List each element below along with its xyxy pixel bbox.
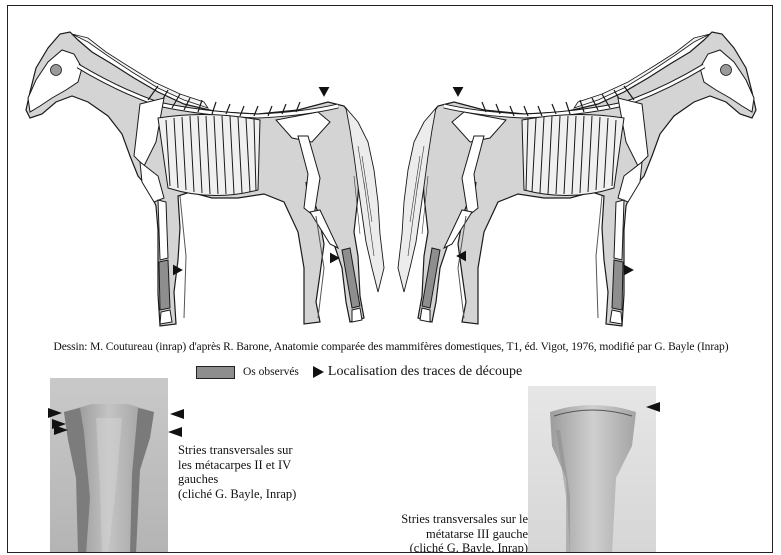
drawing-credit: Dessin: M. Coutureau (inrap) d'après R. … (8, 341, 773, 353)
caption-line: (cliché G. Bayle, Inrap) (178, 487, 296, 502)
caption-line: Stries transversales sur le (368, 512, 528, 527)
legend-observed-label: Os observés (243, 366, 299, 378)
cut-marker-photo-left-2 (164, 407, 188, 441)
metatarsal-photo (528, 386, 656, 553)
caption-metatarsal: Stries transversales sur le métatarse II… (368, 512, 528, 553)
horse-left-side (26, 32, 384, 326)
legend-cut-label: Localisation des traces de découpe (328, 364, 522, 380)
legend: Os observés Localisation des traces de d… (196, 363, 522, 381)
observed-bone-swatch (196, 366, 235, 379)
metacarpal-photo (50, 378, 168, 553)
cut-marker (624, 265, 634, 276)
cut-marker-icon (313, 366, 324, 378)
cut-marker (319, 87, 330, 97)
caption-line: gauches (178, 472, 296, 487)
horse-right-side (398, 32, 756, 326)
cut-marker-photo-left (48, 407, 78, 441)
caption-line: les métacarpes II et IV (178, 458, 296, 473)
caption-line: métatarse III gauche (368, 527, 528, 542)
figure-frame: Dessin: M. Coutureau (inrap) d'après R. … (7, 5, 773, 553)
cut-marker (173, 265, 183, 276)
horse-drawings (8, 6, 773, 341)
caption-line: Stries transversales sur (178, 443, 296, 458)
caption-metacarpals: Stries transversales sur les métacarpes … (178, 443, 296, 501)
cut-marker (453, 87, 464, 97)
caption-line: (cliché G. Bayle, Inrap) (368, 541, 528, 553)
cut-marker-photo-right (642, 401, 662, 415)
